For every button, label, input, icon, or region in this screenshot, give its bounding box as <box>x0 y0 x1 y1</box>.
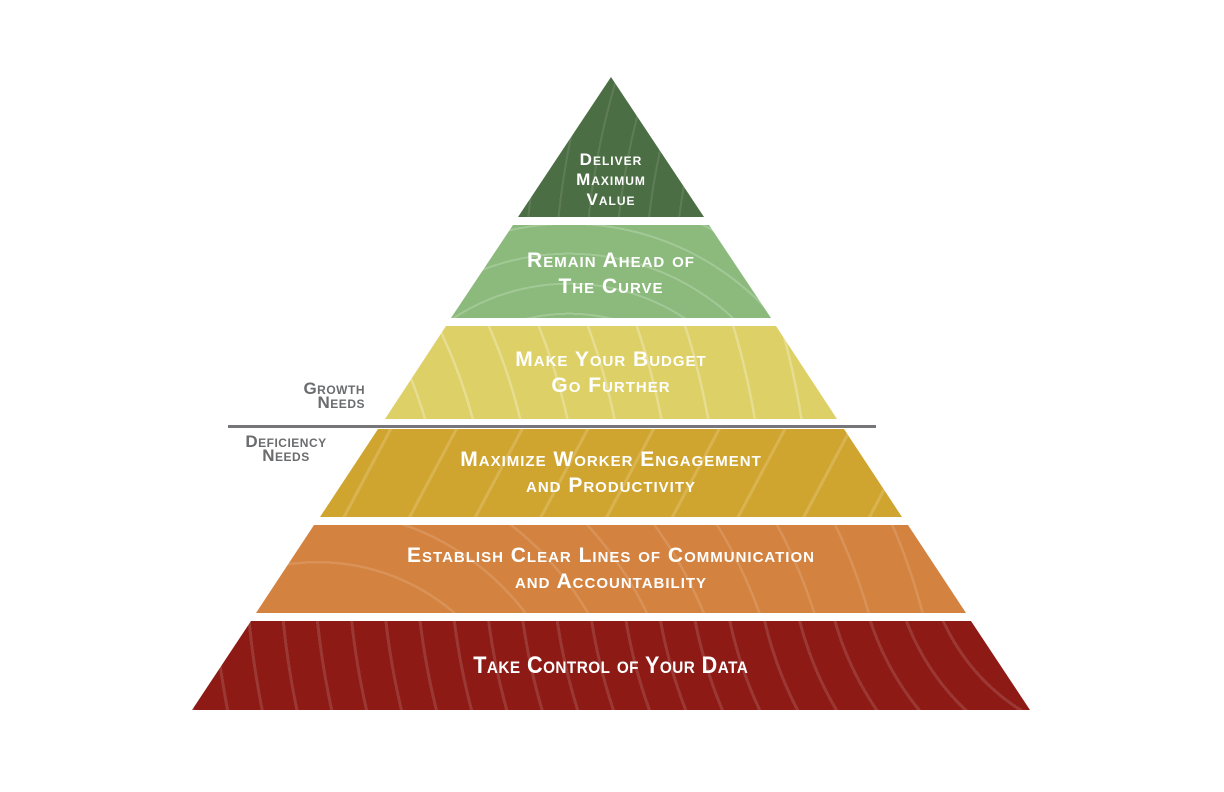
level-label: Take Control of Your Data <box>473 651 749 679</box>
deficiency-needs-label: Deficiency Needs <box>245 432 327 465</box>
growth-needs-label: Growth Needs <box>303 379 365 412</box>
pyramid-level-budget-go-further: Make Your Budget Go Further <box>385 326 837 419</box>
pyramid: Deliver Maximum Value Remain Ahead of Th… <box>192 77 1030 710</box>
level-label: Establish Clear Lines of Communication a… <box>407 544 815 593</box>
level-label: Remain Ahead of The Curve <box>527 248 695 298</box>
pyramid-level-deliver-maximum-value: Deliver Maximum Value <box>518 77 704 217</box>
level-label: Make Your Budget Go Further <box>515 347 707 397</box>
needs-divider-line <box>228 425 876 428</box>
pyramid-level-take-control-of-data: Take Control of Your Data <box>192 621 1030 710</box>
pyramid-level-lines-of-communication: Establish Clear Lines of Communication a… <box>256 525 966 613</box>
pyramid-level-worker-engagement: Maximize Worker Engagement and Productiv… <box>320 429 902 517</box>
level-label: Maximize Worker Engagement and Productiv… <box>460 448 762 497</box>
pyramid-level-remain-ahead-of-curve: Remain Ahead of The Curve <box>451 225 771 318</box>
level-label: Deliver Maximum Value <box>576 150 646 209</box>
